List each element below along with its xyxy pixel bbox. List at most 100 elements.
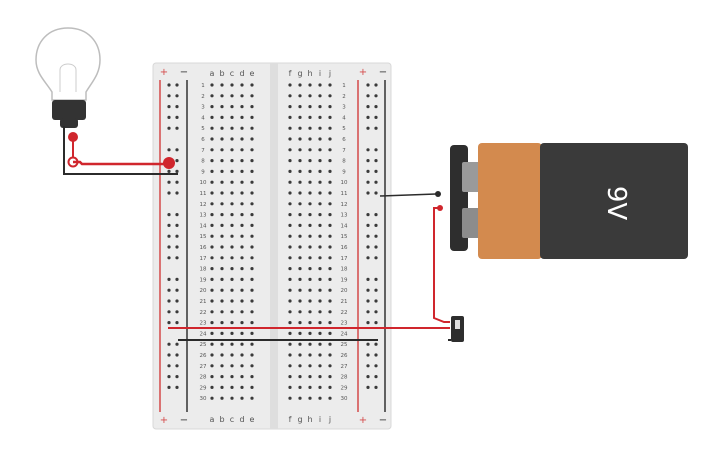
hole-d5[interactable] [240,126,244,130]
hole-j22[interactable] [328,310,332,314]
hole-e10[interactable] [250,180,254,184]
hole-c22[interactable] [230,310,234,314]
hole-g10[interactable] [298,180,302,184]
hole-c15[interactable] [230,234,234,238]
hole-a7[interactable] [210,148,214,152]
hole-j29[interactable] [328,385,332,389]
hole-e3[interactable] [250,105,254,109]
hole-a29[interactable] [210,385,214,389]
hole-h24[interactable] [308,331,312,335]
hole-i27[interactable] [318,364,322,368]
hole-a5[interactable] [210,126,214,130]
rail-hole-3-21[interactable] [374,299,378,303]
bulb-terminal-top[interactable] [68,132,78,142]
hole-a16[interactable] [210,245,214,249]
hole-b21[interactable] [220,299,224,303]
hole-d29[interactable] [240,385,244,389]
hole-d8[interactable] [240,159,244,163]
hole-h30[interactable] [308,396,312,400]
rail-hole-1-25[interactable] [175,342,179,346]
hole-f13[interactable] [288,213,292,217]
hole-h29[interactable] [308,385,312,389]
hole-h28[interactable] [308,375,312,379]
rail-hole-2-22[interactable] [366,310,370,314]
hole-f3[interactable] [288,105,292,109]
hole-a18[interactable] [210,267,214,271]
rail-hole-1-26[interactable] [175,353,179,357]
hole-e16[interactable] [250,245,254,249]
hole-g11[interactable] [298,191,302,195]
rail-hole-3-13[interactable] [374,213,378,217]
hole-f7[interactable] [288,148,292,152]
hole-h21[interactable] [308,299,312,303]
rail-hole-0-15[interactable] [167,234,171,238]
hole-e29[interactable] [250,385,254,389]
hole-d13[interactable] [240,213,244,217]
rail-hole-2-21[interactable] [366,299,370,303]
hole-g2[interactable] [298,94,302,98]
hole-h22[interactable] [308,310,312,314]
rail-hole-1-14[interactable] [175,223,179,227]
hole-g21[interactable] [298,299,302,303]
hole-d28[interactable] [240,375,244,379]
hole-h26[interactable] [308,353,312,357]
rail-hole-2-20[interactable] [366,288,370,292]
hole-e13[interactable] [250,213,254,217]
hole-e30[interactable] [250,396,254,400]
hole-a26[interactable] [210,353,214,357]
rail-hole-3-5[interactable] [374,126,378,130]
rail-hole-2-17[interactable] [366,256,370,260]
hole-f26[interactable] [288,353,292,357]
hole-a21[interactable] [210,299,214,303]
rail-hole-3-7[interactable] [374,148,378,152]
rail-hole-3-11[interactable] [374,191,378,195]
hole-g3[interactable] [298,105,302,109]
hole-j5[interactable] [328,126,332,130]
hole-g13[interactable] [298,213,302,217]
light-bulb[interactable] [35,27,101,174]
hole-i1[interactable] [318,83,322,87]
rail-hole-3-20[interactable] [374,288,378,292]
hole-e1[interactable] [250,83,254,87]
rail-hole-2-28[interactable] [366,375,370,379]
hole-h7[interactable] [308,148,312,152]
hole-c26[interactable] [230,353,234,357]
hole-j16[interactable] [328,245,332,249]
rail-hole-1-9[interactable] [175,169,179,173]
rail-hole-3-2[interactable] [374,94,378,98]
hole-b17[interactable] [220,256,224,260]
hole-a28[interactable] [210,375,214,379]
hole-e23[interactable] [250,321,254,325]
hole-g12[interactable] [298,202,302,206]
hole-c11[interactable] [230,191,234,195]
hole-j19[interactable] [328,277,332,281]
hole-c2[interactable] [230,94,234,98]
rail-hole-2-23[interactable] [366,321,370,325]
hole-h8[interactable] [308,159,312,163]
hole-a25[interactable] [210,342,214,346]
rail-hole-0-26[interactable] [167,353,171,357]
hole-f20[interactable] [288,288,292,292]
hole-e15[interactable] [250,234,254,238]
hole-c19[interactable] [230,277,234,281]
hole-d6[interactable] [240,137,244,141]
hole-f12[interactable] [288,202,292,206]
wire-bulb-red-endpoint[interactable] [163,157,175,169]
rail-hole-2-2[interactable] [366,94,370,98]
hole-j24[interactable] [328,331,332,335]
hole-b20[interactable] [220,288,224,292]
hole-d3[interactable] [240,105,244,109]
rail-hole-0-27[interactable] [167,364,171,368]
hole-e14[interactable] [250,223,254,227]
hole-b7[interactable] [220,148,224,152]
rail-hole-2-16[interactable] [366,245,370,249]
hole-d24[interactable] [240,331,244,335]
hole-d17[interactable] [240,256,244,260]
hole-c16[interactable] [230,245,234,249]
rail-hole-0-4[interactable] [167,115,171,119]
hole-g16[interactable] [298,245,302,249]
hole-h16[interactable] [308,245,312,249]
hole-c27[interactable] [230,364,234,368]
hole-h3[interactable] [308,105,312,109]
hole-b30[interactable] [220,396,224,400]
